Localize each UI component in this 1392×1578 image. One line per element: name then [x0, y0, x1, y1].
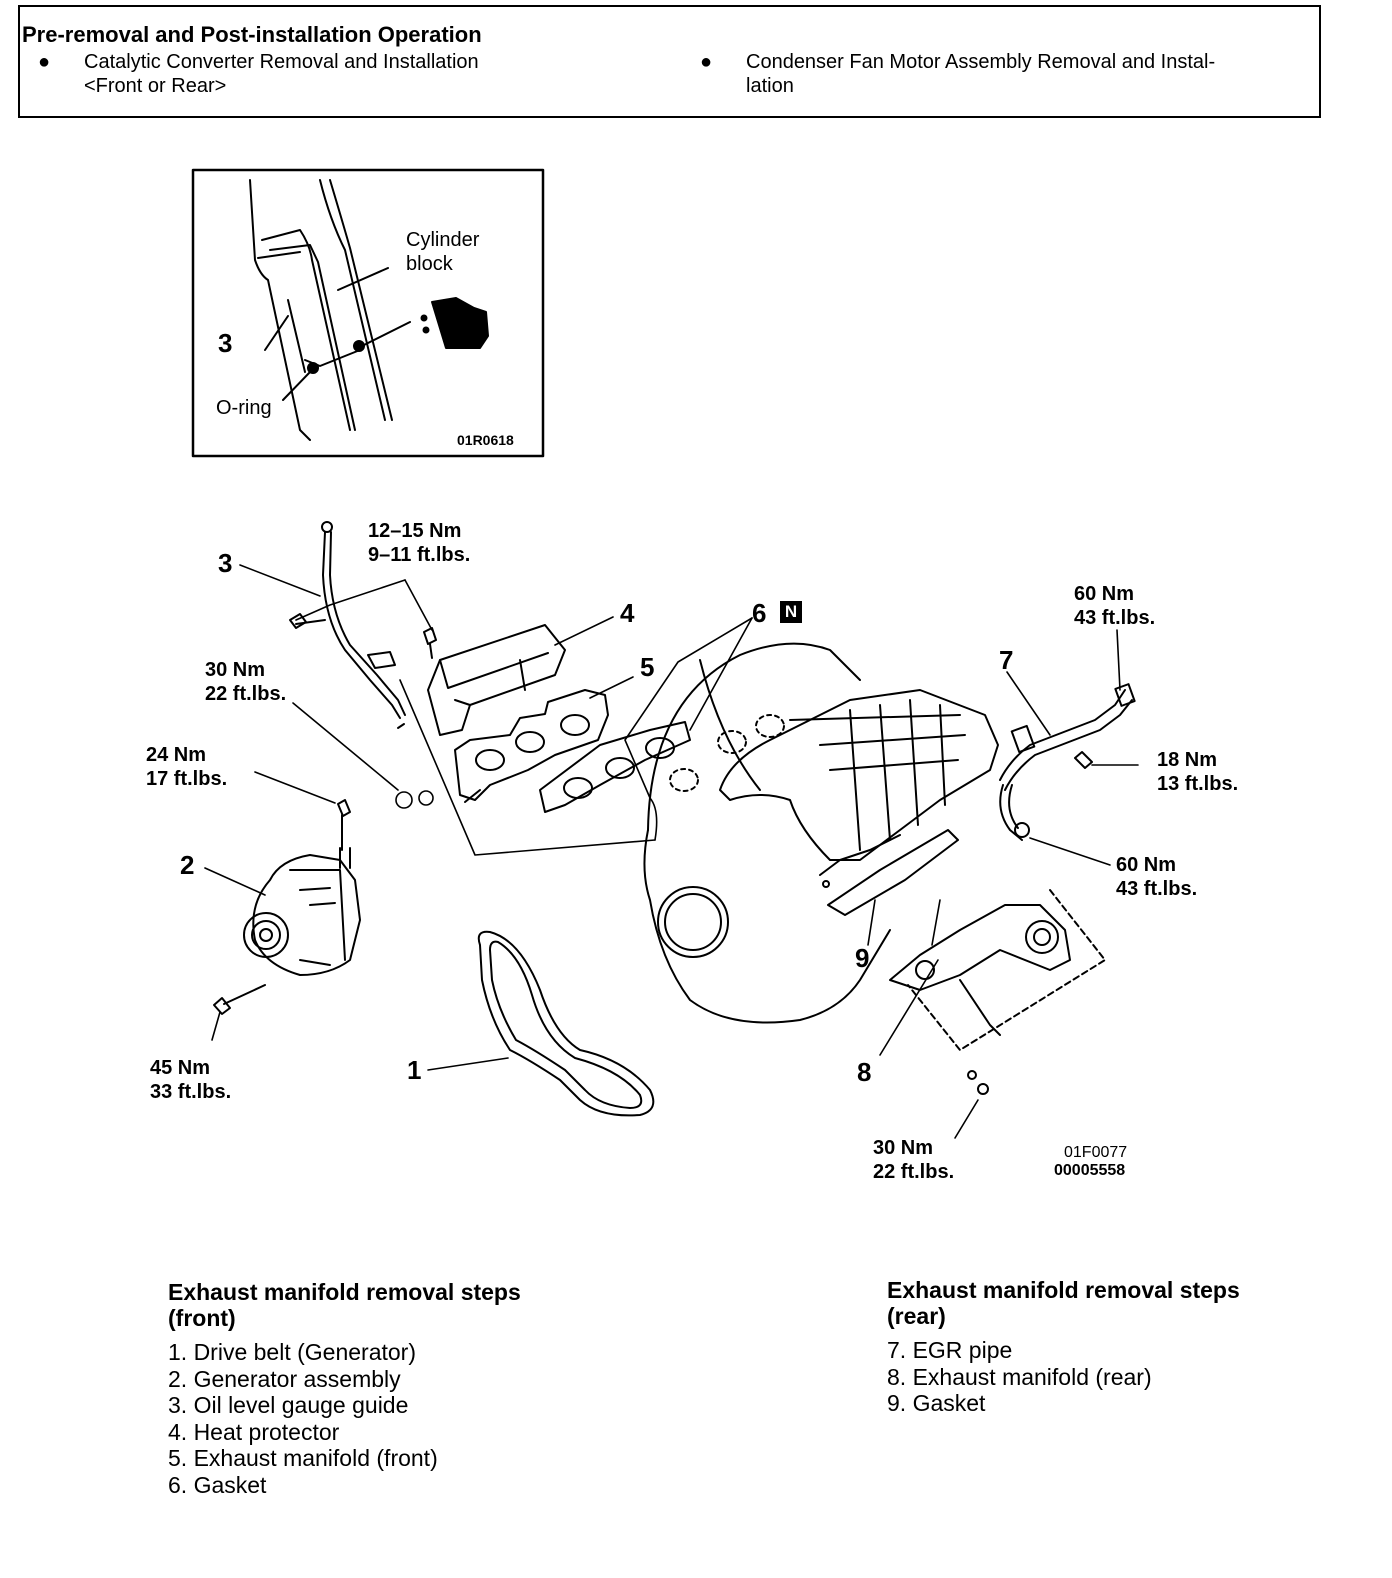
callout-8: 8 [857, 1057, 872, 1087]
inset-code: 01R0618 [457, 432, 514, 448]
torque-ftlbs: 43 ft.lbs. [1074, 607, 1156, 629]
egr-pipe [999, 683, 1136, 841]
callout-2: 2 [180, 850, 195, 880]
generator [213, 799, 361, 1015]
step-item: 1. Drive belt (Generator) [168, 1339, 416, 1365]
torque-nm: 12–15 Nm [368, 520, 462, 542]
callout-7: 7 [999, 645, 1014, 675]
torque-ftlbs: 9–11 ft.lbs. [368, 544, 471, 566]
torque-ftlbs: 22 ft.lbs. [873, 1161, 955, 1183]
torque-front-nut: 30 Nm 22 ft.lbs. [205, 658, 286, 706]
step-item: 6. Gasket [168, 1471, 267, 1498]
figure-code: 01F0077 [1064, 1144, 1128, 1161]
inset-frame [191, 168, 545, 458]
inset-o-ring-label: O-ring [216, 397, 272, 419]
pre-operation-box [18, 5, 1321, 118]
step-item: 4. Heat protector [168, 1418, 340, 1445]
pre-operation-item: ● Condenser Fan Motor Assembly Removal a… [700, 50, 1320, 100]
torque-nm: 30 Nm [873, 1137, 934, 1159]
step-item: 8. Exhaust manifold (rear) [887, 1363, 1152, 1390]
torque-ftlbs: 43 ft.lbs. [1116, 878, 1198, 900]
callout-9: 9 [855, 943, 870, 973]
callout-4: 4 [620, 598, 635, 628]
step-item: 7. EGR pipe [887, 1337, 1013, 1363]
torque-nm: 60 Nm [1074, 583, 1135, 605]
torque-ftlbs: 33 ft.lbs. [150, 1081, 232, 1103]
oil-gauge-guide [289, 521, 406, 729]
callout-1: 1 [407, 1055, 422, 1085]
torque-oil-gauge: 12–15 Nm 9–11 ft.lbs. [368, 519, 470, 567]
torque-generator-lower: 45 Nm 33 ft.lbs. [150, 1056, 231, 1104]
torque-nm: 24 Nm [146, 744, 207, 766]
torque-nm: 30 Nm [205, 659, 266, 681]
pre-operation-title: Pre-removal and Post-installation Operat… [22, 22, 482, 47]
torque-ftlbs: 13 ft.lbs. [1157, 773, 1239, 795]
gasket-front [539, 721, 691, 813]
torque-egr-bolt: 18 Nm 13 ft.lbs. [1157, 748, 1238, 796]
steps-rear-title: Exhaust manifold removal steps (rear) [887, 1277, 1240, 1329]
inset-cylinder-block-label: Cylinder block [406, 229, 480, 275]
inset-drawing [249, 179, 489, 441]
callout-6: 6 [752, 598, 767, 628]
pre-operation-item-text: Catalytic Converter Removal and Installa… [84, 51, 479, 97]
torque-generator-upper: 24 Nm 17 ft.lbs. [146, 743, 227, 791]
exhaust-manifold-front [454, 689, 609, 803]
callout-3: 3 [218, 548, 233, 578]
pre-operation-item-text: Condenser Fan Motor Assembly Removal and… [746, 51, 1216, 97]
torque-egr-lower: 60 Nm 43 ft.lbs. [1116, 853, 1197, 901]
bullet-icon: ● [700, 51, 713, 73]
bullet-icon: ● [38, 51, 51, 73]
inset-part-number: 3 [218, 328, 233, 358]
torque-nm: 60 Nm [1116, 854, 1177, 876]
steps-front-title: Exhaust manifold removal steps (front) [168, 1279, 521, 1331]
torque-rear-nut: 30 Nm 22 ft.lbs. [873, 1136, 954, 1184]
leader-lines [204, 564, 1139, 1139]
torque-nm: 18 Nm [1157, 749, 1218, 771]
non-reusable-badge: N [780, 601, 802, 623]
gasket-rear [819, 829, 959, 916]
heat-protector [423, 624, 566, 736]
drive-belt [477, 930, 655, 1117]
torque-nm: 45 Nm [150, 1057, 211, 1079]
pre-operation-item: ● Catalytic Converter Removal and Instal… [38, 50, 598, 100]
torque-ftlbs: 17 ft.lbs. [146, 768, 228, 790]
step-item: 9. Gasket [887, 1390, 986, 1416]
torque-ftlbs: 22 ft.lbs. [205, 683, 287, 705]
step-item: 2. Generator assembly [168, 1365, 401, 1392]
steps-front: Exhaust manifold removal steps (front) 1… [168, 1279, 668, 1498]
intake-manifold [719, 689, 999, 861]
steps-rear: Exhaust manifold removal steps (rear) 7.… [887, 1277, 1367, 1417]
step-item: 5. Exhaust manifold (front) [168, 1445, 438, 1471]
exhaust-manifold-rear [889, 889, 1106, 1095]
figure-code: 00005558 [1054, 1162, 1126, 1179]
step-item: 3. Oil level gauge guide [168, 1392, 409, 1418]
torque-egr-upper: 60 Nm 43 ft.lbs. [1074, 582, 1155, 630]
callout-5: 5 [640, 652, 655, 682]
